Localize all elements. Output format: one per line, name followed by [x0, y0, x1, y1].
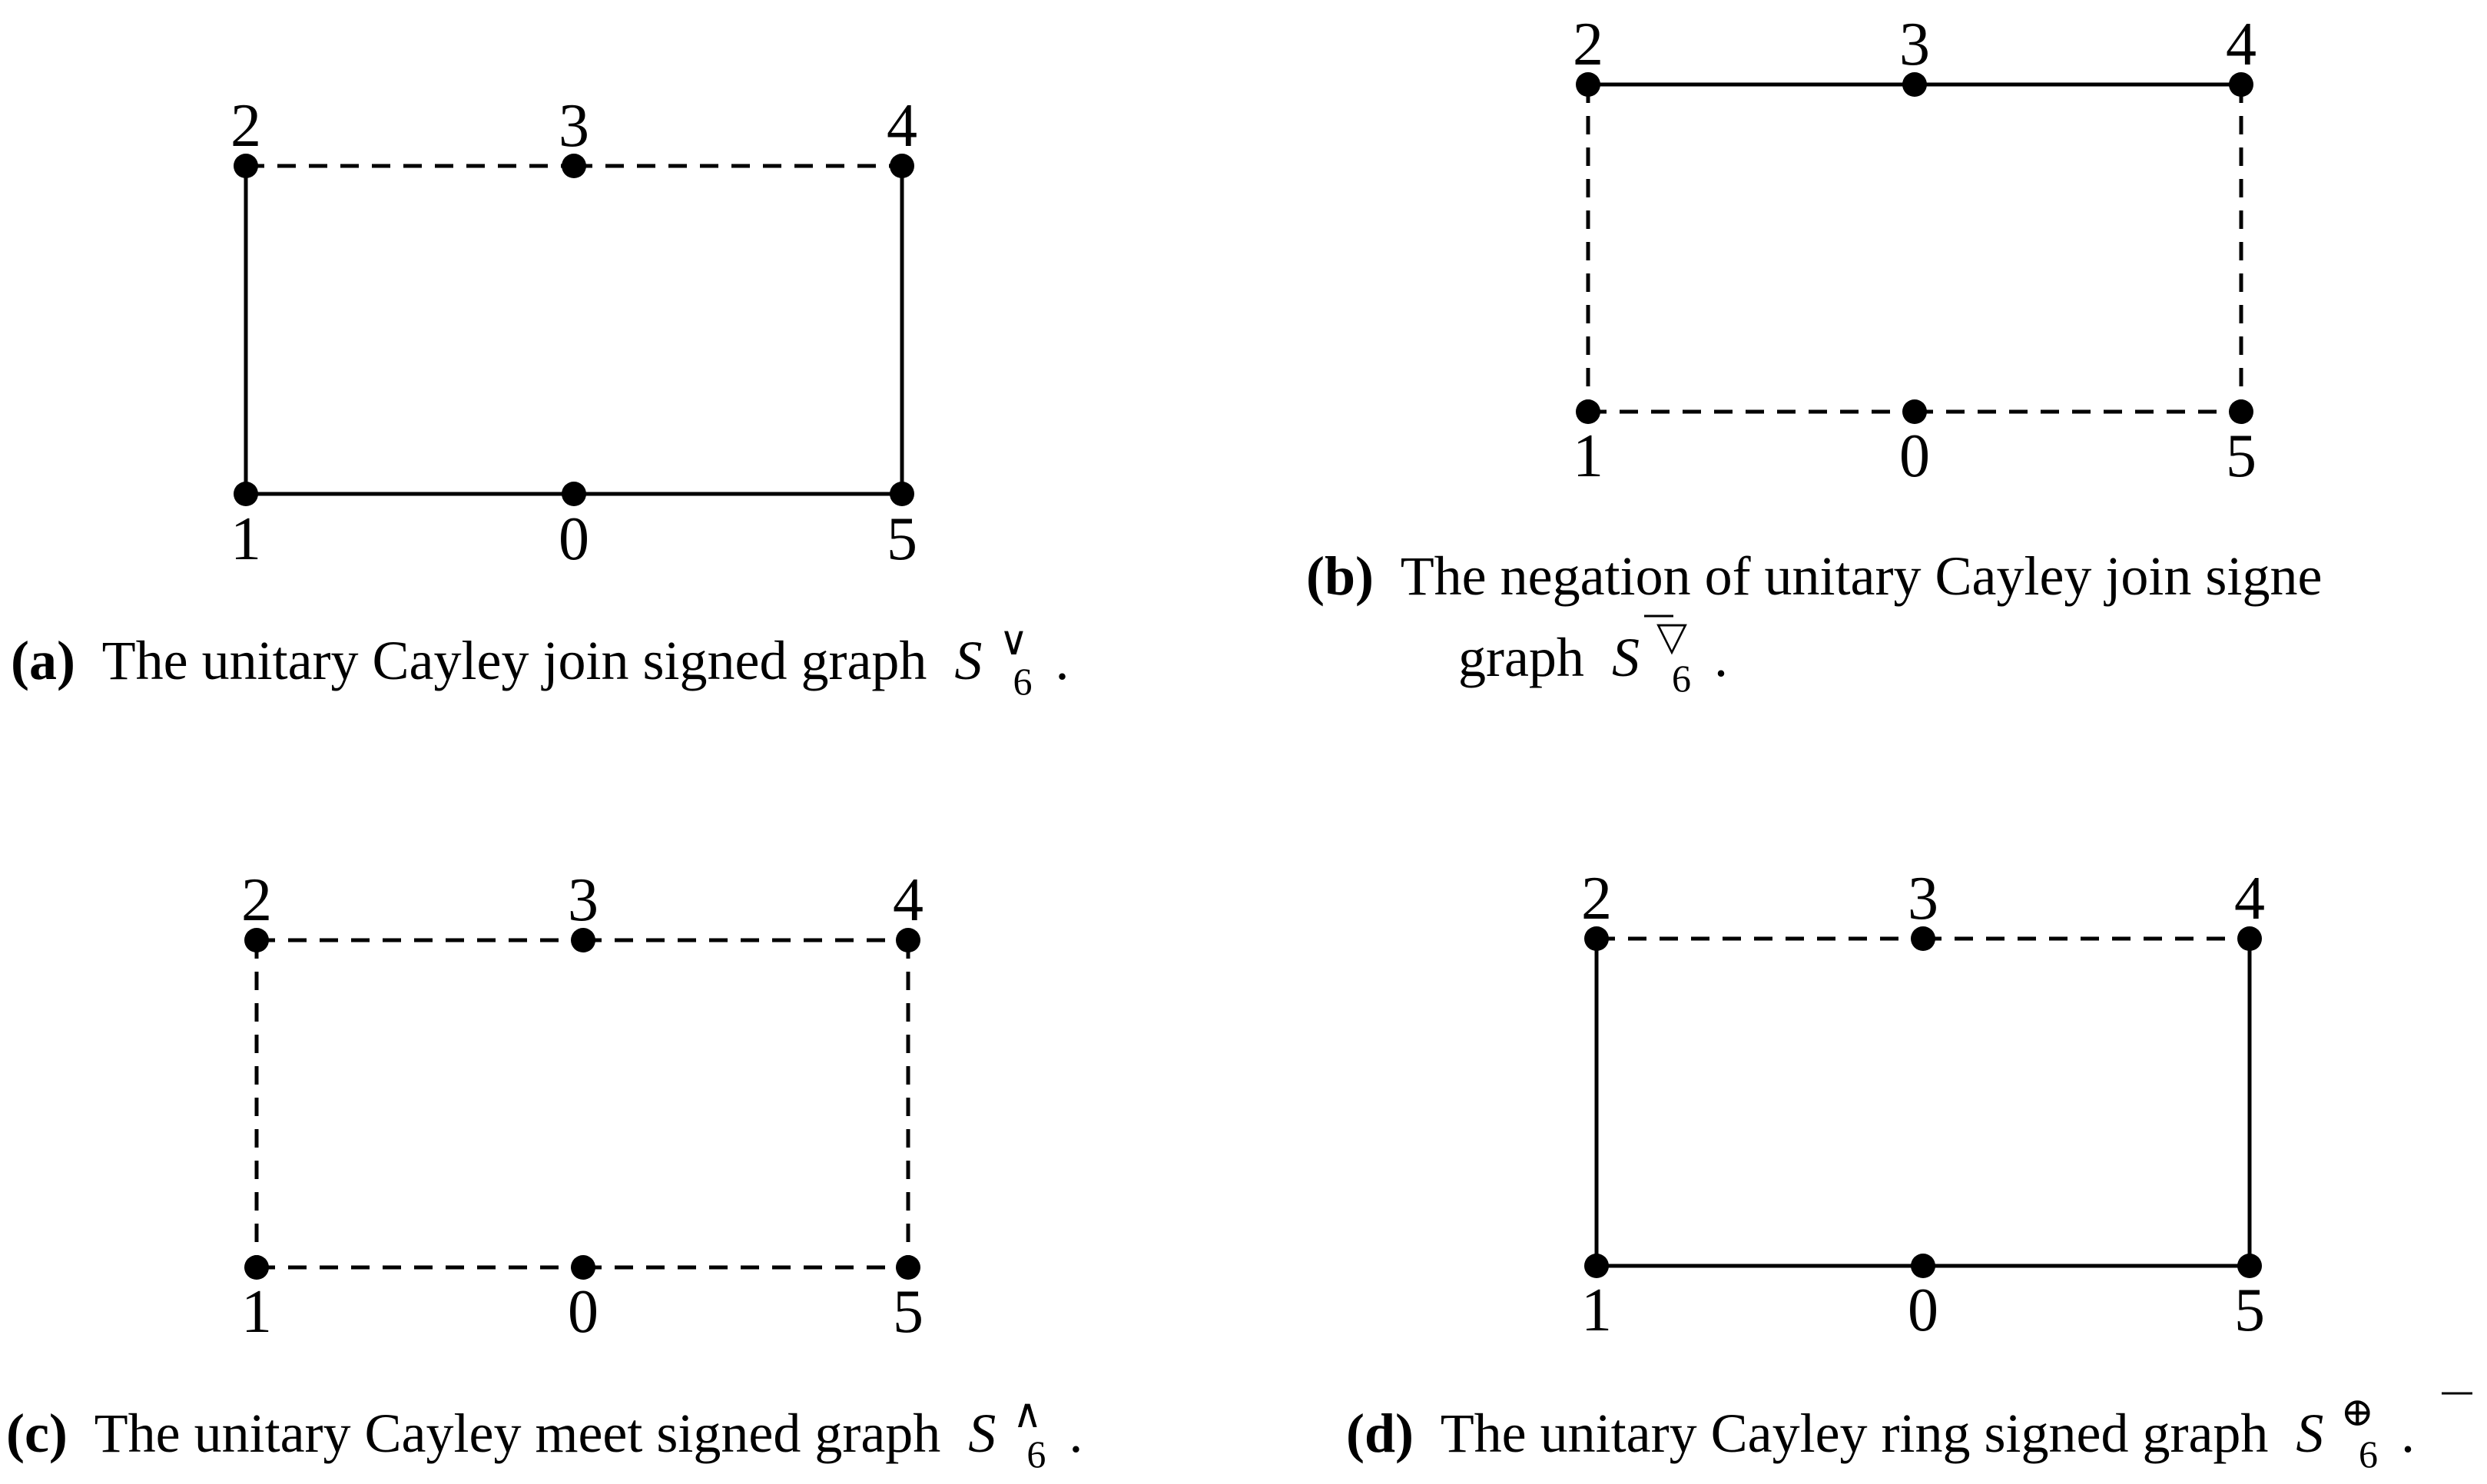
node-label-3: 3: [559, 92, 589, 160]
node-4: [890, 154, 914, 178]
node-label-4: 4: [893, 866, 924, 934]
node-5: [896, 1255, 920, 1280]
node-label-2: 2: [1581, 865, 1612, 932]
node-3: [571, 928, 595, 952]
caption-subscript: 6: [1013, 660, 1032, 703]
node-label-1: 1: [1573, 422, 1603, 490]
node-label-5: 5: [887, 505, 917, 573]
node-label-4: 4: [2226, 11, 2257, 78]
node-1: [234, 482, 258, 506]
caption-tag: (b): [1306, 545, 1374, 607]
caption-tag: (a): [11, 630, 75, 691]
caption-end: .: [1069, 1403, 1083, 1464]
node-label-2: 2: [241, 866, 272, 934]
node-5: [890, 482, 914, 506]
node-1: [244, 1255, 269, 1280]
caption-a: (a) The unitary Cayley join signed graph…: [11, 605, 1069, 707]
caption-superscript: ⊕: [2340, 1391, 2374, 1435]
node-label-0: 0: [1899, 422, 1930, 490]
caption-d: (d) The unitary Cayley ring signed graph…: [1346, 1376, 2415, 1479]
caption-b-line2: graph S ▽ 6 .: [1458, 601, 1728, 704]
node-0: [1902, 399, 1927, 424]
caption-end: .: [1714, 627, 1728, 688]
node-0: [571, 1255, 595, 1280]
caption-tag: (c): [6, 1403, 68, 1464]
caption-symbol: S: [2296, 1403, 2323, 1464]
node-4: [2229, 72, 2253, 97]
node-5: [2229, 399, 2253, 424]
node-3: [1911, 926, 1935, 951]
node-0: [1911, 1254, 1935, 1278]
panel-c: 2 3 4 1 0 5 (c) The unitary Cayley meet …: [6, 866, 1083, 1479]
node-2: [234, 154, 258, 178]
caption-body: The unitary Cayley meet signed graph: [95, 1403, 941, 1464]
caption-body: The negation of unitary Cayley join sign…: [1401, 545, 2323, 607]
caption-symbol: S: [968, 1403, 996, 1464]
node-label-2: 2: [230, 92, 261, 160]
node-2: [1584, 926, 1609, 951]
node-0: [562, 482, 586, 506]
node-label-5: 5: [2234, 1277, 2265, 1344]
caption-subscript: 6: [1026, 1433, 1046, 1476]
node-1: [1584, 1254, 1609, 1278]
node-label-1: 1: [230, 505, 261, 573]
node-3: [562, 154, 586, 178]
node-label-5: 5: [893, 1278, 924, 1346]
caption-c: (c) The unitary Cayley meet signed graph…: [6, 1378, 1083, 1479]
node-label-1: 1: [1581, 1277, 1612, 1344]
caption-symbol: S: [1612, 627, 1640, 688]
caption-end: .: [2401, 1403, 2415, 1464]
node-label-5: 5: [2226, 422, 2257, 490]
node-4: [2237, 926, 2262, 951]
caption-subscript: 6: [1672, 657, 1691, 700]
node-5: [2237, 1254, 2262, 1278]
caption-symbol: S: [954, 630, 982, 691]
panel-a: 2 3 4 1 0 5 (a) The unitary Cayley join …: [11, 92, 1069, 707]
node-label-0: 0: [1908, 1277, 1938, 1344]
caption-body-2: graph: [1458, 627, 1584, 688]
caption-b-line1: (b) The negation of unitary Cayley join …: [1306, 545, 2322, 607]
caption-superscript: ▽: [1656, 615, 1687, 659]
node-3: [1902, 72, 1927, 97]
caption-body: The unitary Cayley ring signed graph: [1441, 1403, 2269, 1464]
caption-superscript: ∨: [999, 620, 1028, 664]
caption-tag: (d): [1346, 1403, 1414, 1464]
node-label-0: 0: [559, 505, 589, 573]
node-label-3: 3: [568, 866, 599, 934]
caption-subscript: 6: [2359, 1433, 2378, 1476]
panel-b: 2 3 4 1 0 5 (b) The negation of unitary …: [1306, 11, 2322, 704]
caption-end: .: [1055, 630, 1069, 691]
node-label-2: 2: [1573, 11, 1603, 78]
node-label-3: 3: [1899, 11, 1930, 78]
node-1: [1576, 399, 1600, 424]
panel-d: 2 3 4 1 0 5 (d) The unitary Cayley ring …: [1346, 865, 2472, 1479]
node-label-4: 4: [2234, 865, 2265, 932]
node-label-3: 3: [1908, 865, 1938, 932]
node-label-1: 1: [241, 1278, 272, 1346]
node-label-4: 4: [887, 92, 917, 160]
node-4: [896, 928, 920, 952]
caption-body: The unitary Cayley join signed graph: [102, 630, 927, 691]
node-2: [1576, 72, 1600, 97]
node-2: [244, 928, 269, 952]
node-label-0: 0: [568, 1278, 599, 1346]
caption-superscript: ∧: [1013, 1393, 1042, 1436]
